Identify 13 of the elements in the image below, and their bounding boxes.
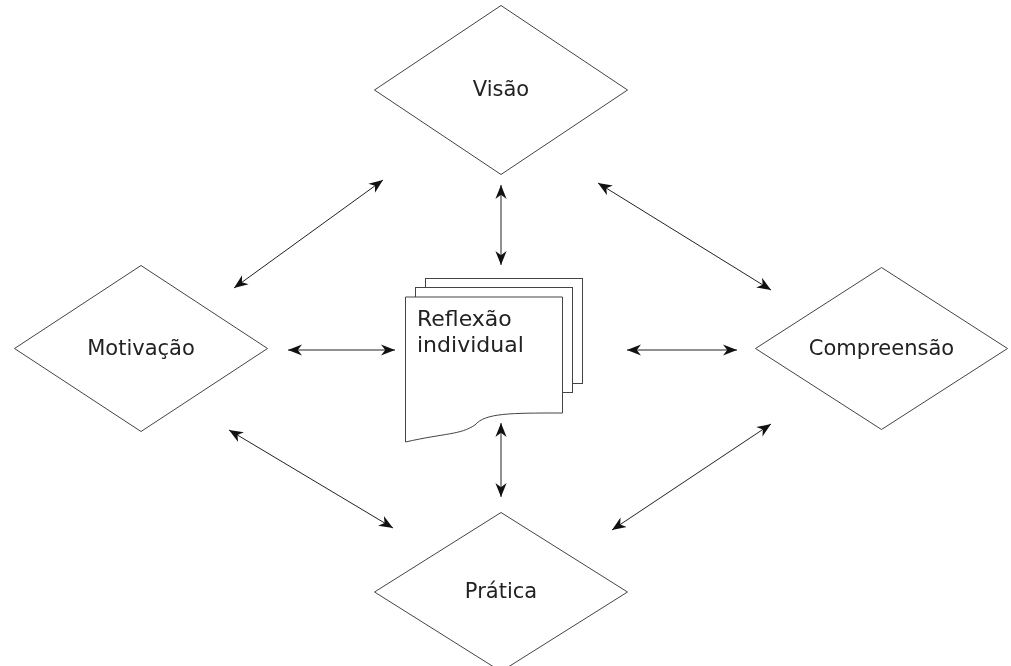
node-label: Compreensão — [808, 335, 955, 362]
double-arrow — [611, 423, 772, 531]
node-label: Reflexão individual — [417, 306, 525, 359]
node-label: Prática — [464, 579, 538, 605]
double-arrow — [597, 182, 772, 291]
node-label: Motivação — [87, 335, 195, 362]
double-arrow — [495, 184, 507, 266]
double-arrow — [495, 422, 507, 498]
node-label: Visão — [472, 77, 530, 103]
double-arrow — [626, 344, 738, 356]
double-arrow — [287, 344, 396, 356]
double-arrow — [233, 179, 384, 289]
double-arrow — [228, 429, 394, 529]
